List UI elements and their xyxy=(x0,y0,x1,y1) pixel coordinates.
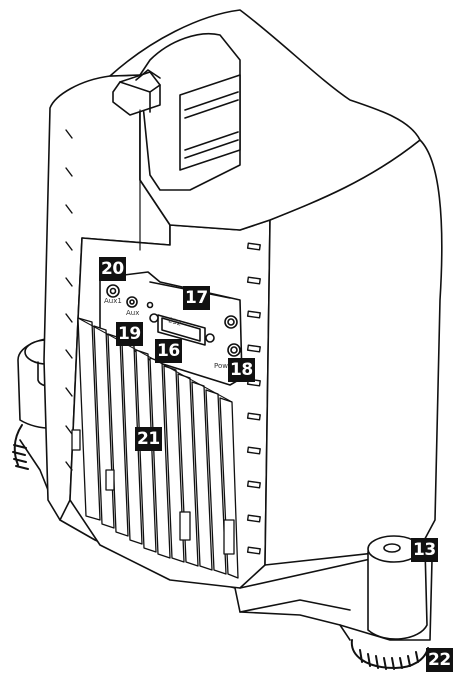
callout-18: 18 xyxy=(228,358,255,382)
rs232-label: 232 xyxy=(167,316,182,327)
right-cable-coil xyxy=(350,639,429,670)
left-cable-coil xyxy=(12,424,29,470)
callout-22: 22 xyxy=(426,648,453,672)
aux1-label: Aux1 xyxy=(104,297,122,305)
callout-16: 16 xyxy=(155,339,182,363)
base-plate xyxy=(19,439,433,641)
callout-17: 17 xyxy=(183,286,210,310)
callout-20: 20 xyxy=(99,257,126,281)
callout-19: 19 xyxy=(116,322,143,346)
left-vent-slots xyxy=(65,129,73,471)
aux2-label: Aux xyxy=(126,309,139,317)
right-vent-slots xyxy=(246,242,261,555)
heat-sink xyxy=(77,317,239,579)
heat-sink-clips xyxy=(71,429,235,555)
callout-21: 21 xyxy=(135,427,162,451)
power-label: Pow xyxy=(214,362,228,370)
callout-13: 13 xyxy=(411,538,438,562)
